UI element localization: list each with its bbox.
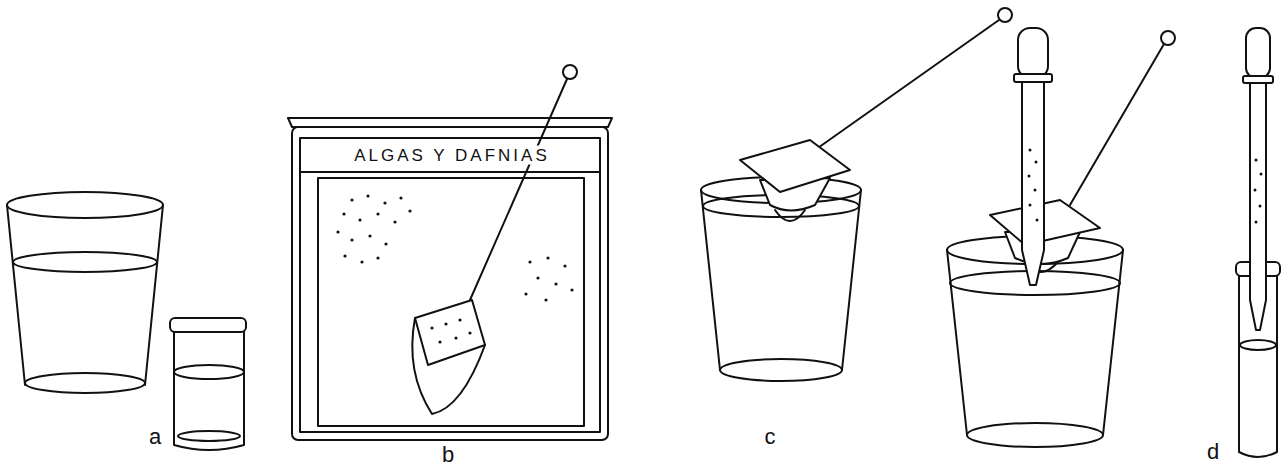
panel-letter: a	[149, 426, 161, 448]
panel-letter: c	[765, 426, 776, 448]
culture-container	[288, 118, 612, 440]
panel-letter: d	[1207, 441, 1219, 463]
panel-letter: b	[442, 444, 454, 466]
water-glass	[701, 177, 861, 381]
water-glass	[7, 192, 163, 393]
small-vial	[170, 318, 246, 450]
daphnia-dots	[336, 194, 573, 301]
dip-net	[740, 8, 1012, 221]
dip-net	[412, 65, 577, 414]
container-label: ALGAS Y DAFNIAS	[351, 146, 553, 165]
dropper	[1243, 28, 1273, 330]
dropper	[1014, 28, 1052, 285]
